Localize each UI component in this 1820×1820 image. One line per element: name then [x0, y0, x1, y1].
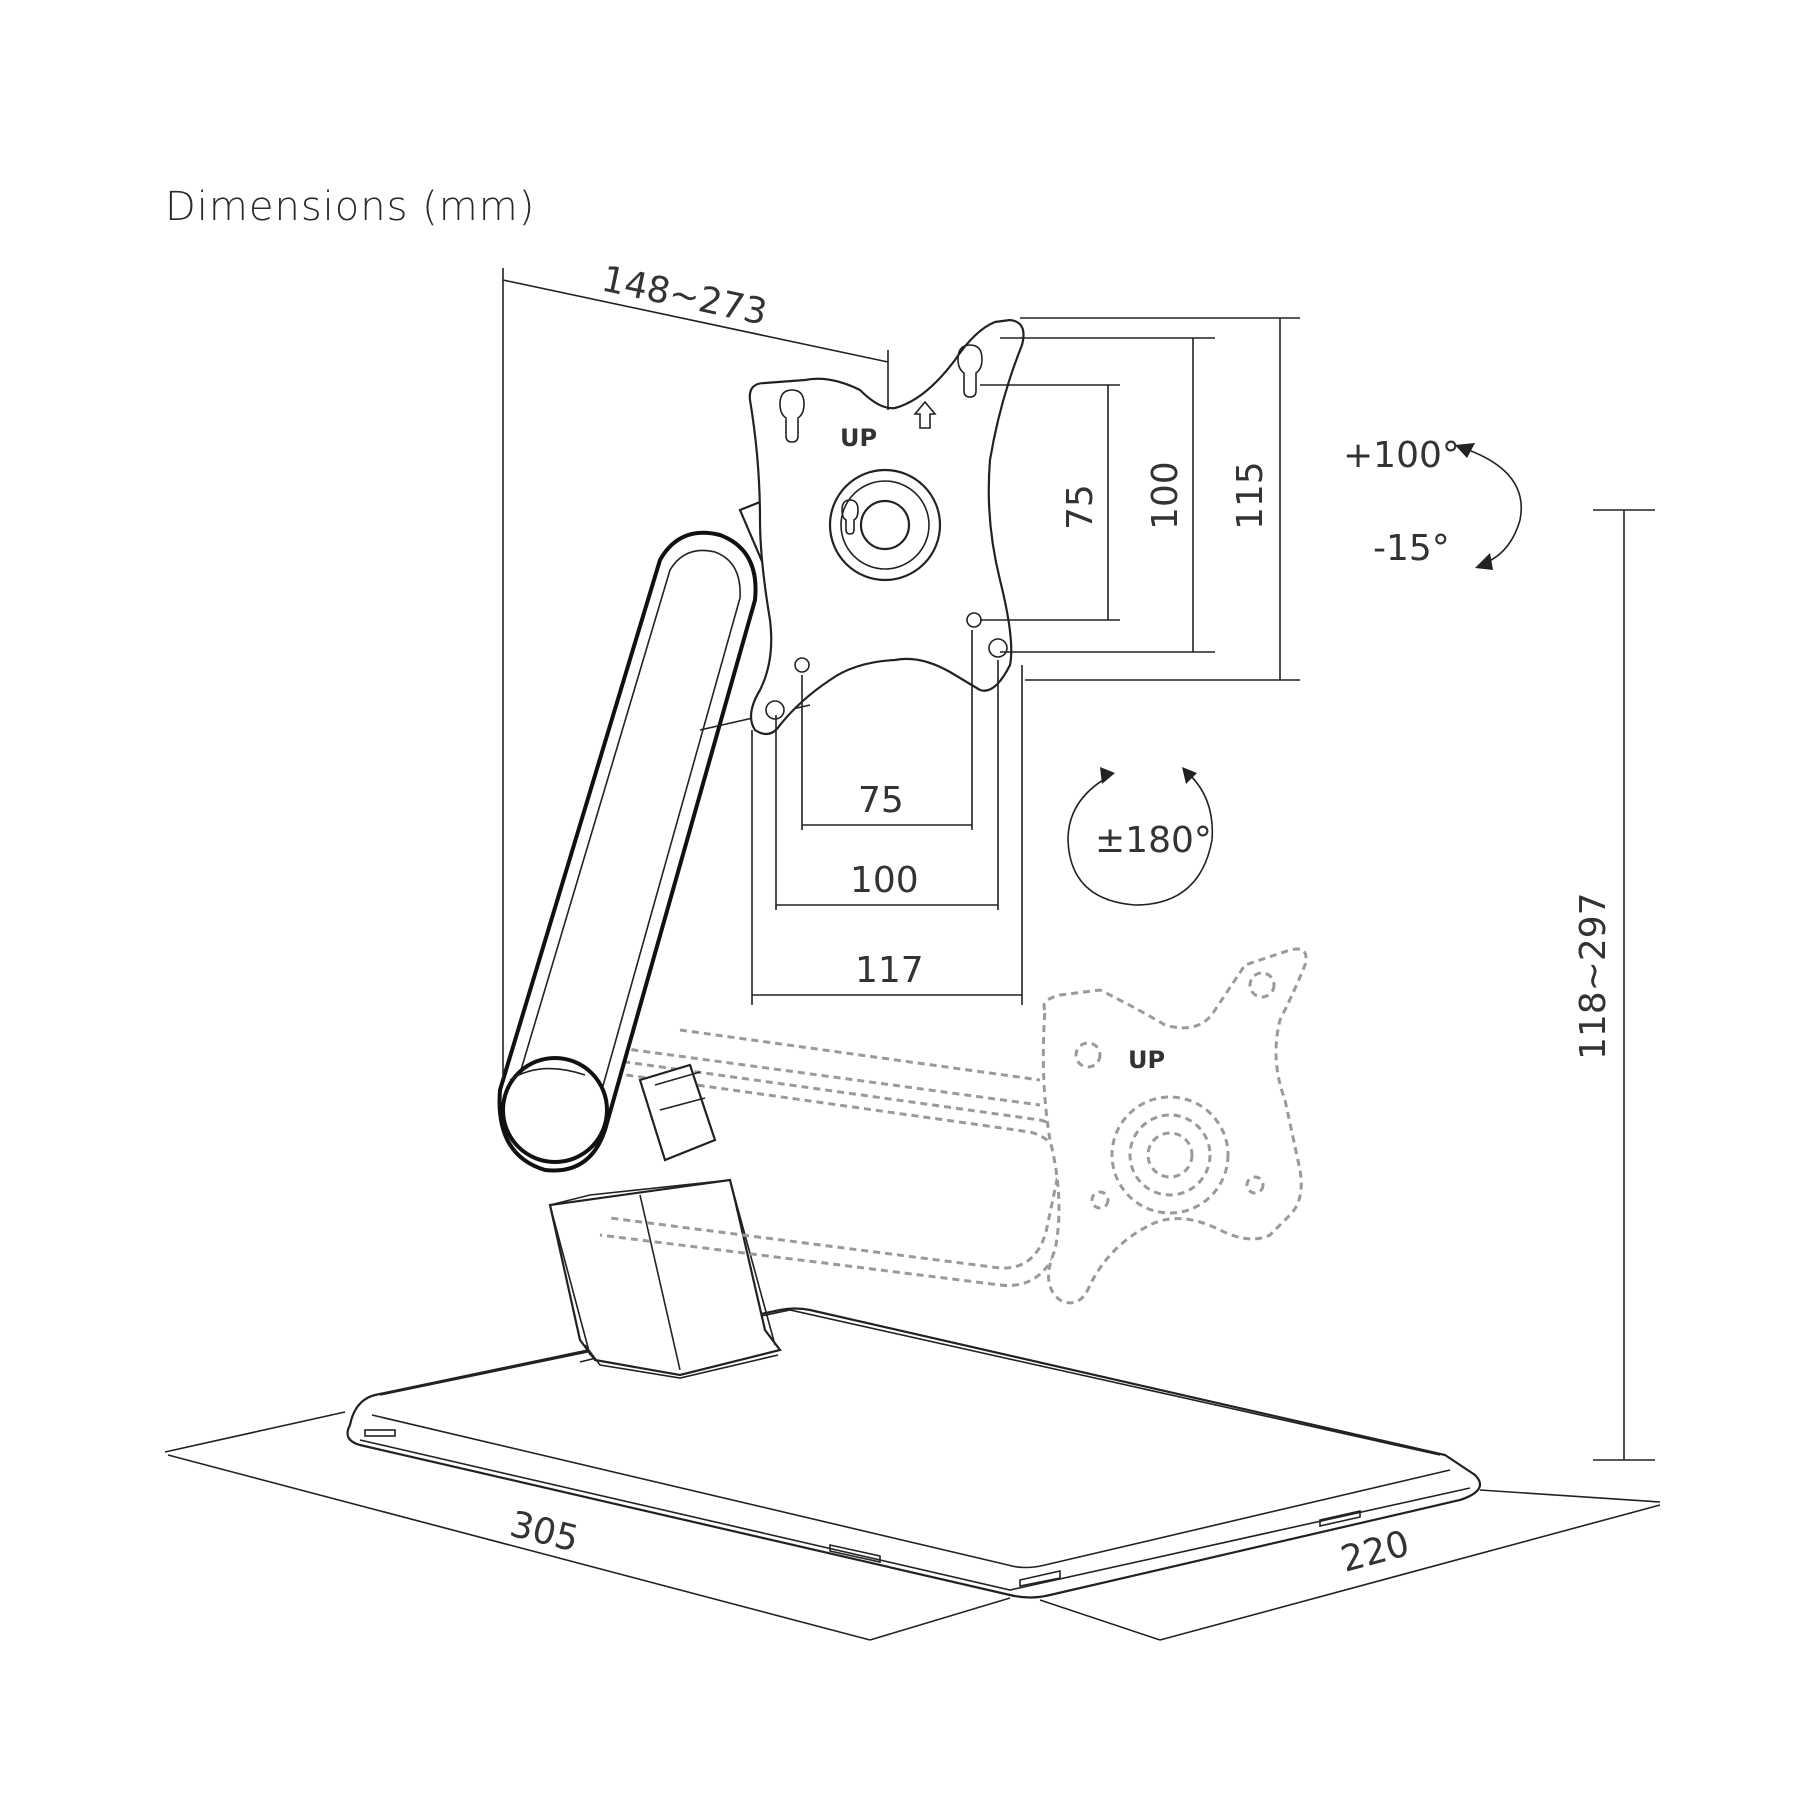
base-plate [346, 1307, 1482, 1599]
arm-raised [497, 488, 812, 1173]
up-label-ghost: UP [1128, 1046, 1165, 1074]
base-width-label: 305 [506, 1504, 583, 1560]
up-arrow-icon [913, 400, 937, 429]
vesa-h-100-label: 100 [850, 860, 919, 901]
vesa-plate: UP [748, 318, 1025, 736]
vesa-h-75-label: 75 [858, 780, 904, 821]
up-label: UP [840, 424, 877, 452]
tilt-up-label: +100° [1343, 435, 1460, 476]
vesa-plate-lowered-ghost: UP [1041, 947, 1308, 1305]
tilt-down-label: -15° [1373, 528, 1450, 569]
vesa-h-117-label: 117 [855, 950, 924, 991]
stand-post [548, 1178, 782, 1379]
arm-reach-label: 148~273 [598, 259, 770, 334]
vesa-v-75-label: 75 [1060, 484, 1101, 530]
arm-lowered-position-ghost [539, 1028, 1078, 1287]
dimension-vesa-vertical: 75 100 115 [980, 317, 1300, 681]
tilt-up-arrow-icon [1455, 443, 1475, 458]
page-title: Dimensions (mm) [165, 184, 536, 230]
rotation-angle-indicator: ±180° [1067, 767, 1214, 906]
dimension-height: 118~297 [1573, 509, 1655, 1461]
dimension-vesa-horizontal: 75 100 117 [751, 630, 1023, 1005]
rotation-left-arrow-icon [1100, 767, 1115, 784]
vesa-v-115-label: 115 [1230, 461, 1271, 530]
vesa-v-100-label: 100 [1145, 461, 1186, 530]
tilt-angle-indicator: +100° -15° [1343, 435, 1522, 570]
rotation-right-arrow-icon [1182, 767, 1197, 784]
base-depth-label: 220 [1337, 1523, 1414, 1580]
tilt-down-arrow-icon [1475, 553, 1493, 570]
rotation-label: ±180° [1095, 820, 1212, 861]
height-range-label: 118~297 [1573, 892, 1614, 1060]
